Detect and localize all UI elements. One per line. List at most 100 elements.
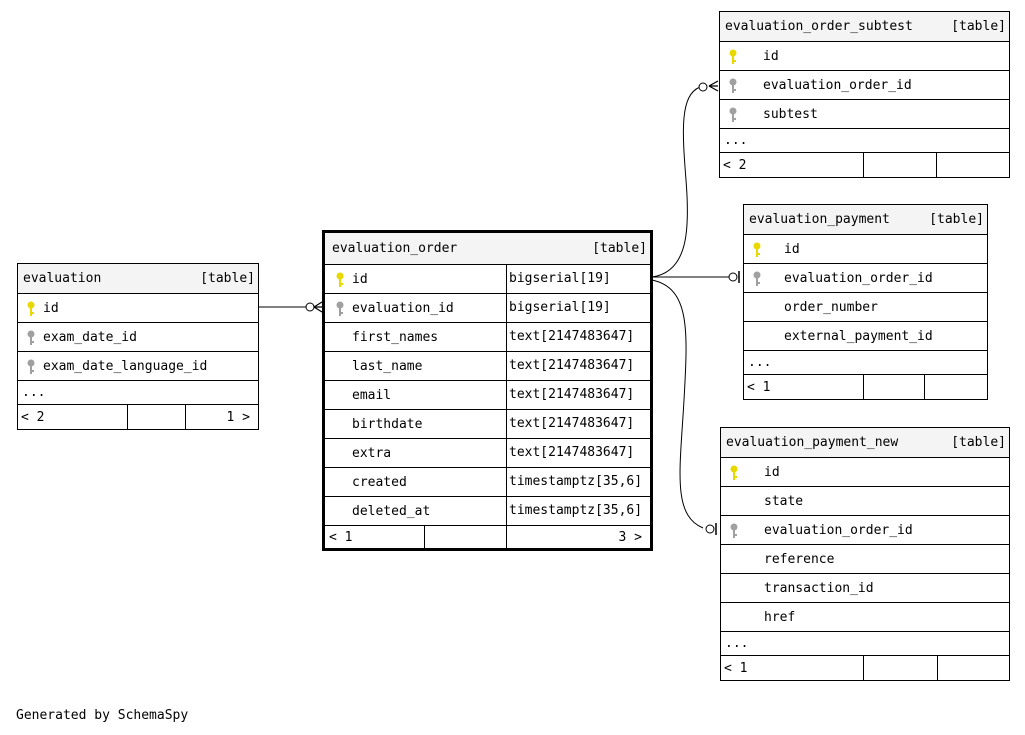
column-type: timestamptz[35,6] <box>509 503 643 518</box>
nav-parents-link[interactable]: < 2 <box>21 409 45 425</box>
column-row[interactable]: external_payment_id <box>744 321 987 350</box>
nav-parents-link[interactable]: < 2 <box>723 157 747 173</box>
table-evaluation[interactable]: evaluation [table] id exam_date_id exam_… <box>17 263 259 430</box>
primary-key-icon <box>753 242 761 257</box>
foreign-key-icon <box>27 359 35 374</box>
nav-parents-link[interactable]: < 1 <box>724 660 748 676</box>
more-columns-ellipsis: ... <box>724 133 748 148</box>
nav-divider <box>127 405 128 429</box>
column-name: id <box>764 464 780 480</box>
column-divider <box>506 497 507 525</box>
relation-order-to-subtest <box>651 86 701 278</box>
column-type: text[2147483647] <box>509 387 635 402</box>
column-type: text[2147483647] <box>509 329 635 344</box>
nav-divider <box>863 375 864 399</box>
column-row[interactable]: transaction_id <box>721 573 1009 602</box>
more-columns-row[interactable]: ... <box>744 350 987 374</box>
table-kind-label: [table] <box>592 241 647 256</box>
column-row[interactable]: evaluation_order_id <box>721 515 1009 544</box>
column-row[interactable]: subtest <box>720 99 1009 128</box>
column-row[interactable]: deleted_at timestamptz[35,6] <box>325 496 650 525</box>
column-name: subtest <box>763 106 818 122</box>
foreign-key-icon <box>27 330 35 345</box>
nav-divider <box>506 526 507 548</box>
foreign-key-icon <box>753 271 761 286</box>
column-row[interactable]: id <box>18 293 258 322</box>
column-row[interactable]: state <box>721 486 1009 515</box>
more-columns-row[interactable]: ... <box>18 380 258 404</box>
column-name: deleted_at <box>352 503 431 519</box>
nav-divider <box>185 405 186 429</box>
column-type: bigserial[19] <box>509 271 611 286</box>
column-name: extra <box>352 445 392 461</box>
column-row[interactable]: birthdate text[2147483647] <box>325 409 650 438</box>
table-header[interactable]: evaluation_payment [table] <box>744 205 987 234</box>
column-type: text[2147483647] <box>509 358 635 373</box>
primary-key-icon <box>730 465 738 480</box>
table-evaluation-order-subtest[interactable]: evaluation_order_subtest [table] id eval… <box>719 11 1010 178</box>
table-evaluation-payment[interactable]: evaluation_payment [table] id evaluation… <box>743 204 988 400</box>
more-columns-row[interactable]: ... <box>721 631 1009 655</box>
column-row[interactable]: id <box>721 457 1009 486</box>
table-header[interactable]: evaluation_order_subtest [table] <box>720 12 1009 41</box>
column-row[interactable]: id bigserial[19] <box>325 264 650 293</box>
table-kind-label: [table] <box>929 212 984 227</box>
table-name: evaluation_payment_new <box>726 435 899 450</box>
nav-parents-link[interactable]: < 1 <box>747 379 771 395</box>
column-row[interactable]: evaluation_order_id <box>720 70 1009 99</box>
nav-children-link[interactable]: 1 > <box>226 409 250 425</box>
table-header[interactable]: evaluation [table] <box>18 264 258 293</box>
column-divider <box>506 468 507 496</box>
primary-key-icon <box>729 49 737 64</box>
table-name: evaluation_order_subtest <box>725 19 913 34</box>
column-name: first_names <box>352 329 439 345</box>
column-row[interactable]: email text[2147483647] <box>325 380 650 409</box>
table-kind-label: [table] <box>951 435 1006 450</box>
nav-parents-link[interactable]: < 1 <box>329 529 353 545</box>
column-name: id <box>784 241 800 257</box>
table-nav-row: < 2 1 > <box>18 404 258 429</box>
column-row[interactable]: reference <box>721 544 1009 573</box>
column-row[interactable]: last_name text[2147483647] <box>325 351 650 380</box>
column-name: id <box>352 271 368 287</box>
column-name: evaluation_order_id <box>763 77 912 93</box>
column-name: evaluation_id <box>352 300 454 316</box>
zero-cardinality-marker <box>698 82 708 92</box>
column-row[interactable]: order_number <box>744 292 987 321</box>
table-evaluation-payment-new[interactable]: evaluation_payment_new [table] id state … <box>720 427 1010 681</box>
nav-divider <box>863 153 864 177</box>
nav-divider <box>424 526 425 548</box>
zero-cardinality-marker <box>705 524 715 534</box>
column-name: reference <box>764 551 835 567</box>
column-row[interactable]: evaluation_id bigserial[19] <box>325 293 650 322</box>
column-divider <box>506 265 507 293</box>
column-name: order_number <box>784 299 878 315</box>
column-row[interactable]: id <box>744 234 987 263</box>
column-row[interactable]: extra text[2147483647] <box>325 438 650 467</box>
foreign-key-icon <box>729 78 737 93</box>
column-row[interactable]: first_names text[2147483647] <box>325 322 650 351</box>
column-type: text[2147483647] <box>509 416 635 431</box>
column-row[interactable]: created timestamptz[35,6] <box>325 467 650 496</box>
nav-children-link[interactable]: 3 > <box>618 529 642 545</box>
table-kind-label: [table] <box>951 19 1006 34</box>
column-row[interactable]: exam_date_language_id <box>18 351 258 380</box>
column-row[interactable]: exam_date_id <box>18 322 258 351</box>
primary-key-icon <box>27 301 35 316</box>
more-columns-ellipsis: ... <box>22 385 46 400</box>
nav-divider <box>924 375 925 399</box>
column-name: id <box>763 48 779 64</box>
column-row[interactable]: href <box>721 602 1009 631</box>
column-name: evaluation_order_id <box>764 522 913 538</box>
column-row[interactable]: evaluation_order_id <box>744 263 987 292</box>
nav-divider <box>936 153 937 177</box>
column-row[interactable]: id <box>720 41 1009 70</box>
column-name: external_payment_id <box>784 328 933 344</box>
table-header[interactable]: evaluation_order [table] <box>325 233 650 264</box>
table-evaluation-order[interactable]: evaluation_order [table] id bigserial[19… <box>322 230 653 551</box>
table-header[interactable]: evaluation_payment_new [table] <box>721 428 1009 457</box>
crowfoot-marker <box>313 301 323 313</box>
more-columns-row[interactable]: ... <box>720 128 1009 152</box>
